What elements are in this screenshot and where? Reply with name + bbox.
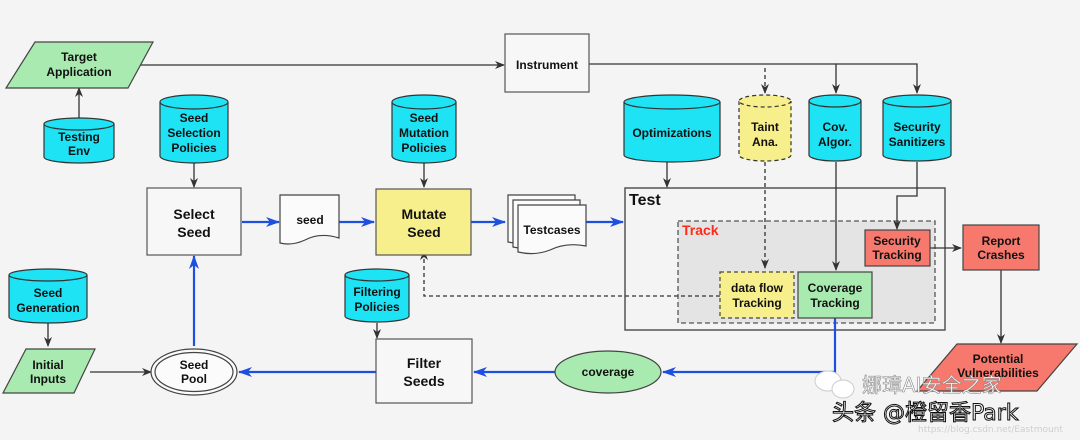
security-tracking-node: Security Tracking [864, 229, 931, 267]
seed-pool-label-2: Pool [181, 372, 207, 386]
seed-mutation-label-3: Policies [401, 141, 447, 155]
select-seed-node: Select Seed [146, 187, 242, 256]
data-flow-label-2: Tracking [732, 296, 781, 310]
filtering-policies-cylinder: Filtering Policies [344, 268, 410, 323]
sanitizers-label-1: Security [893, 120, 941, 134]
sanitizers-label-2: Sanitizers [889, 135, 946, 149]
wechat-icon [814, 370, 855, 399]
potential-vulnerabilities-label-2: Vulnerabilities [957, 366, 1039, 380]
initial-inputs-node: Initial Inputs [2, 348, 96, 394]
seed-selection-label-3: Policies [171, 141, 217, 155]
watermark-url: https://blog.csdn.net/Eastmount [918, 425, 1063, 435]
testcases-label: Testcases [523, 223, 580, 237]
seed-generation-label-2: Generation [16, 301, 79, 315]
filter-seeds-node: Filter Seeds [375, 338, 473, 404]
instrument-node: Instrument [504, 33, 590, 93]
optimizations-cylinder: Optimizations [623, 94, 721, 163]
select-seed-label-2: Seed [177, 224, 210, 240]
initial-inputs-label-2: Inputs [30, 372, 66, 386]
seed-document-node: seed [279, 194, 340, 245]
seed-mutation-label-2: Mutation [399, 126, 449, 140]
seed-pool-node: Seed Pool [150, 348, 238, 396]
filter-seeds-label-1: Filter [407, 355, 442, 371]
mutate-seed-label-2: Seed [407, 224, 440, 240]
target-application-node: Target Application [4, 41, 155, 89]
testing-env-label-1: Testing [58, 130, 100, 144]
edge-instrument-to-sanitizers [836, 63, 921, 94]
optimizations-label: Optimizations [632, 126, 712, 140]
seed-selection-label-2: Selection [167, 126, 220, 140]
edge-instrument-to-covalgor [589, 63, 840, 94]
edge-sanitizers-to-sectrack [893, 162, 918, 230]
cov-algor-label-1: Cov. [822, 120, 847, 134]
testing-env-cylinder: Testing Env [43, 117, 115, 164]
coverage-node: coverage [554, 350, 662, 394]
seed-pool-label-1: Seed [180, 358, 209, 372]
cov-algor-cylinder: Cov. Algor. [808, 94, 862, 162]
taint-label-2: Ana. [752, 135, 778, 149]
target-application-label-1: Target [61, 50, 97, 64]
filtering-policies-label-2: Policies [354, 300, 400, 314]
security-tracking-label-2: Tracking [872, 248, 921, 262]
security-sanitizers-cylinder: Security Sanitizers [882, 94, 952, 162]
seed-selection-policies-cylinder: Seed Selection Policies [159, 94, 229, 164]
coverage-tracking-label-1: Coverage [808, 281, 863, 295]
seed-selection-label-1: Seed [180, 111, 209, 125]
select-seed-label-1: Select [173, 206, 215, 222]
seed-generation-label-1: Seed [34, 286, 63, 300]
target-application-label-2: Application [46, 65, 111, 79]
watermark: 娜璋AI安全之家 头条 @橙留香Park https://blog.csdn.n… [814, 370, 1063, 435]
seed-document-label: seed [296, 213, 323, 227]
watermark-line-2: 头条 @橙留香Park [832, 401, 1019, 426]
seed-mutation-label-1: Seed [410, 111, 439, 125]
security-tracking-label-1: Security [873, 234, 921, 248]
report-crashes-label-1: Report [982, 234, 1021, 248]
seed-generation-cylinder: Seed Generation [8, 268, 88, 324]
initial-inputs-label-1: Initial [32, 358, 63, 372]
taint-analysis-cylinder: Taint Ana. [738, 94, 792, 162]
instrument-label: Instrument [516, 58, 578, 72]
cov-algor-label-2: Algor. [818, 135, 852, 149]
filter-seeds-label-2: Seeds [403, 373, 444, 389]
test-group-label: Test [629, 192, 661, 209]
testing-env-label-2: Env [68, 144, 90, 158]
taint-label-1: Taint [751, 120, 779, 134]
edge-dataflow-to-mutate [420, 250, 720, 297]
report-crashes-label-2: Crashes [977, 248, 1025, 262]
filtering-policies-label-1: Filtering [353, 285, 400, 299]
watermark-line-1: 娜璋AI安全之家 [862, 373, 1002, 397]
report-crashes-node: Report Crashes [962, 224, 1040, 271]
mutate-seed-label-1: Mutate [401, 206, 446, 222]
mutate-seed-node: Mutate Seed [375, 188, 472, 256]
seed-mutation-policies-cylinder: Seed Mutation Policies [391, 94, 457, 164]
potential-vulnerabilities-node: Potential Vulnerabilities [915, 343, 1079, 392]
coverage-tracking-label-2: Tracking [810, 296, 859, 310]
connectors [44, 61, 1005, 376]
track-group-label: Track [682, 222, 719, 238]
data-flow-tracking-node: data flow Tracking [719, 271, 795, 319]
data-flow-label-1: data flow [731, 281, 784, 295]
potential-vulnerabilities-label-1: Potential [973, 352, 1024, 366]
testcases-node: Testcases [507, 194, 587, 255]
coverage-label: coverage [582, 365, 635, 379]
coverage-tracking-node: Coverage Tracking [797, 271, 873, 319]
